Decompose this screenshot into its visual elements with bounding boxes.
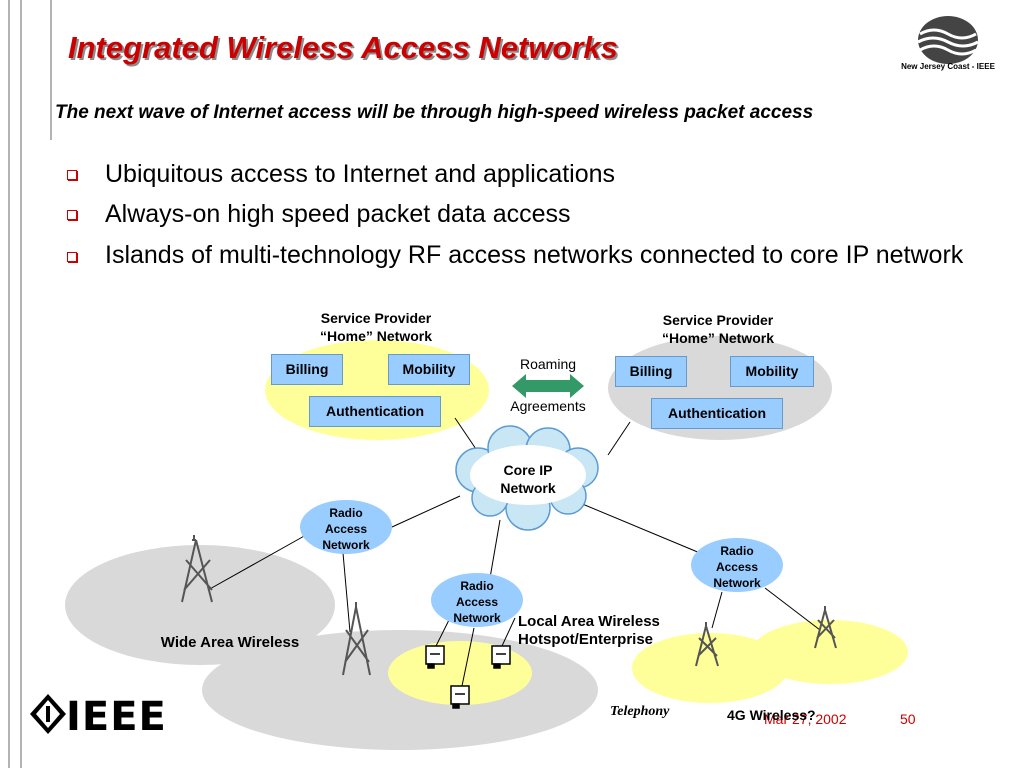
authentication-box-left: Authentication <box>309 396 441 427</box>
wireless-4g-coverage-1 <box>632 633 788 703</box>
page-number: 50 <box>900 711 916 727</box>
access-point-device-icon <box>425 645 445 669</box>
radio-access-network-right-label: Radio Access Network <box>713 544 761 590</box>
roaming-label: Roaming <box>519 356 577 372</box>
slide-date: Mar 27, 2002 <box>764 711 847 727</box>
bullet-text: Islands of multi-technology RF access ne… <box>105 241 964 269</box>
slide-title: Integrated Wireless Access Networks <box>68 30 618 65</box>
partial-footer-text: Telephony <box>610 704 670 719</box>
radio-access-network-left-label: Radio Access Network <box>322 506 370 552</box>
slide-subtitle: The next wave of Internet access will be… <box>55 102 814 123</box>
cell-tower-icon <box>695 622 719 667</box>
wireless-4g-coverage-2 <box>752 620 908 684</box>
slide-decoration-line <box>8 0 10 768</box>
bullet-box-icon <box>67 252 77 262</box>
bullet-box-icon <box>67 170 77 180</box>
nj-coast-wave-logo-icon <box>917 16 979 64</box>
cell-tower-icon <box>814 606 837 649</box>
wide-area-wireless-label: Wide Area Wireless <box>160 634 300 651</box>
authentication-box-right: Authentication <box>651 398 783 429</box>
local-area-wireless-label: Local Area Wireless Hotspot/Enterprise <box>518 613 660 648</box>
radio-access-network-right <box>691 538 783 592</box>
slide-decoration-line <box>20 0 22 768</box>
fourg-wireless-label: 4G Wireless? <box>727 707 816 723</box>
radio-access-network-center-label: Radio Access Network <box>453 579 501 625</box>
ieee-diamond-logo-icon <box>30 694 66 734</box>
cell-tower-icon <box>181 535 213 603</box>
home-network-right-title: Service Provider “Home” Network <box>661 312 775 346</box>
billing-box-right: Billing <box>615 356 687 387</box>
core-ip-network-label: Core IP Network <box>500 462 556 496</box>
ieee-logo-text: IEEE <box>66 694 167 740</box>
home-network-left-title: Service Provider “Home” Network <box>319 310 433 344</box>
wide-area-coverage <box>65 545 335 665</box>
radio-access-network-center <box>431 573 523 627</box>
bullet-box-icon <box>67 210 77 220</box>
cell-tower-icon <box>342 602 371 676</box>
section-logo-text: New Jersey Coast - IEEE <box>901 62 995 71</box>
bullet-text: Always-on high speed packet data access <box>105 200 571 228</box>
radio-access-network-left <box>300 500 392 554</box>
slide-decoration-line <box>50 0 52 140</box>
mobility-box-left: Mobility <box>388 354 470 385</box>
bullet-text: Ubiquitous access to Internet and applic… <box>105 160 616 188</box>
access-point-device-icon <box>450 685 470 709</box>
access-point-device-icon <box>491 645 511 669</box>
mobility-box-right: Mobility <box>730 356 814 387</box>
roaming-double-arrow-icon <box>512 374 584 398</box>
billing-box-left: Billing <box>271 354 343 385</box>
agreements-label: Agreements <box>510 398 586 414</box>
